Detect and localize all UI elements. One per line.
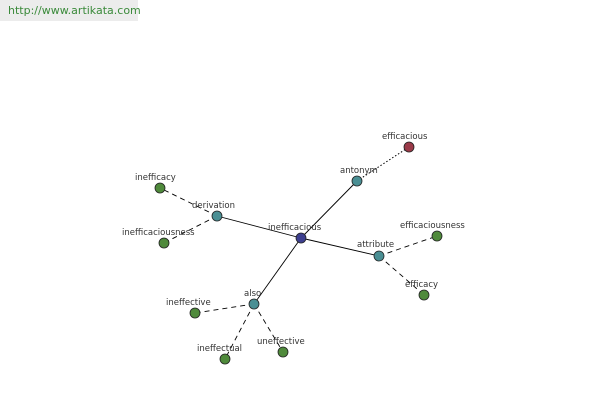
node-leaf-label: efficacy bbox=[405, 280, 438, 290]
node-leaf-efficaciousness[interactable]: efficaciousness bbox=[400, 221, 465, 242]
edge-attribute-efficacy bbox=[378, 255, 425, 296]
edge-center-attribute bbox=[300, 237, 380, 257]
node-leaf-uneffective[interactable]: uneffective bbox=[257, 337, 305, 358]
node-leaf-label: ineffective bbox=[166, 298, 211, 308]
node-leaf-label: efficacious bbox=[382, 132, 428, 142]
node-leaf-ineffectual[interactable]: ineffectual bbox=[197, 344, 242, 365]
graph-edges bbox=[159, 146, 438, 360]
edge-also-uneffective bbox=[253, 303, 284, 353]
edge-center-also bbox=[253, 237, 302, 305]
node-leaf-label: efficaciousness bbox=[400, 221, 465, 231]
edge-derivation-inefficaciousness bbox=[163, 215, 218, 244]
graph-nodes: inefficacious derivation antonym attribu… bbox=[122, 132, 465, 365]
node-relation-label: also bbox=[244, 289, 261, 299]
node-leaf-label: uneffective bbox=[257, 337, 305, 347]
edge-attribute-efficaciousness bbox=[378, 235, 438, 257]
site-url-link[interactable]: http://www.artikata.com bbox=[8, 4, 141, 17]
node-relation-derivation[interactable]: derivation bbox=[192, 201, 235, 222]
node-relation-also[interactable]: also bbox=[244, 289, 261, 310]
edge-also-ineffectual bbox=[224, 303, 255, 360]
node-center[interactable]: inefficacious bbox=[268, 223, 322, 244]
node-leaf-efficacious[interactable]: efficacious bbox=[382, 132, 428, 153]
node-relation-label: derivation bbox=[192, 201, 235, 211]
node-leaf-ineffective[interactable]: ineffective bbox=[166, 298, 211, 319]
edge-center-antonym bbox=[300, 180, 358, 239]
edge-derivation-inefficacy bbox=[159, 187, 218, 217]
node-leaf-label: ineffectual bbox=[197, 344, 242, 354]
edge-center-derivation bbox=[216, 215, 302, 239]
node-relation-label: attribute bbox=[357, 240, 394, 250]
url-bar: http://www.artikata.com bbox=[0, 0, 141, 21]
node-leaf-inefficacy[interactable]: inefficacy bbox=[135, 173, 176, 194]
node-center-label: inefficacious bbox=[268, 223, 322, 233]
node-relation-antonym[interactable]: antonym bbox=[340, 166, 378, 187]
node-relation-attribute[interactable]: attribute bbox=[357, 240, 394, 262]
node-leaf-label: inefficacy bbox=[135, 173, 176, 183]
node-relation-label: antonym bbox=[340, 166, 378, 176]
node-leaf-efficacy[interactable]: efficacy bbox=[405, 280, 438, 301]
edge-also-ineffective bbox=[194, 303, 255, 314]
node-leaf-inefficaciousness[interactable]: inefficaciousness bbox=[122, 228, 195, 249]
node-leaf-label: inefficaciousness bbox=[122, 228, 195, 238]
